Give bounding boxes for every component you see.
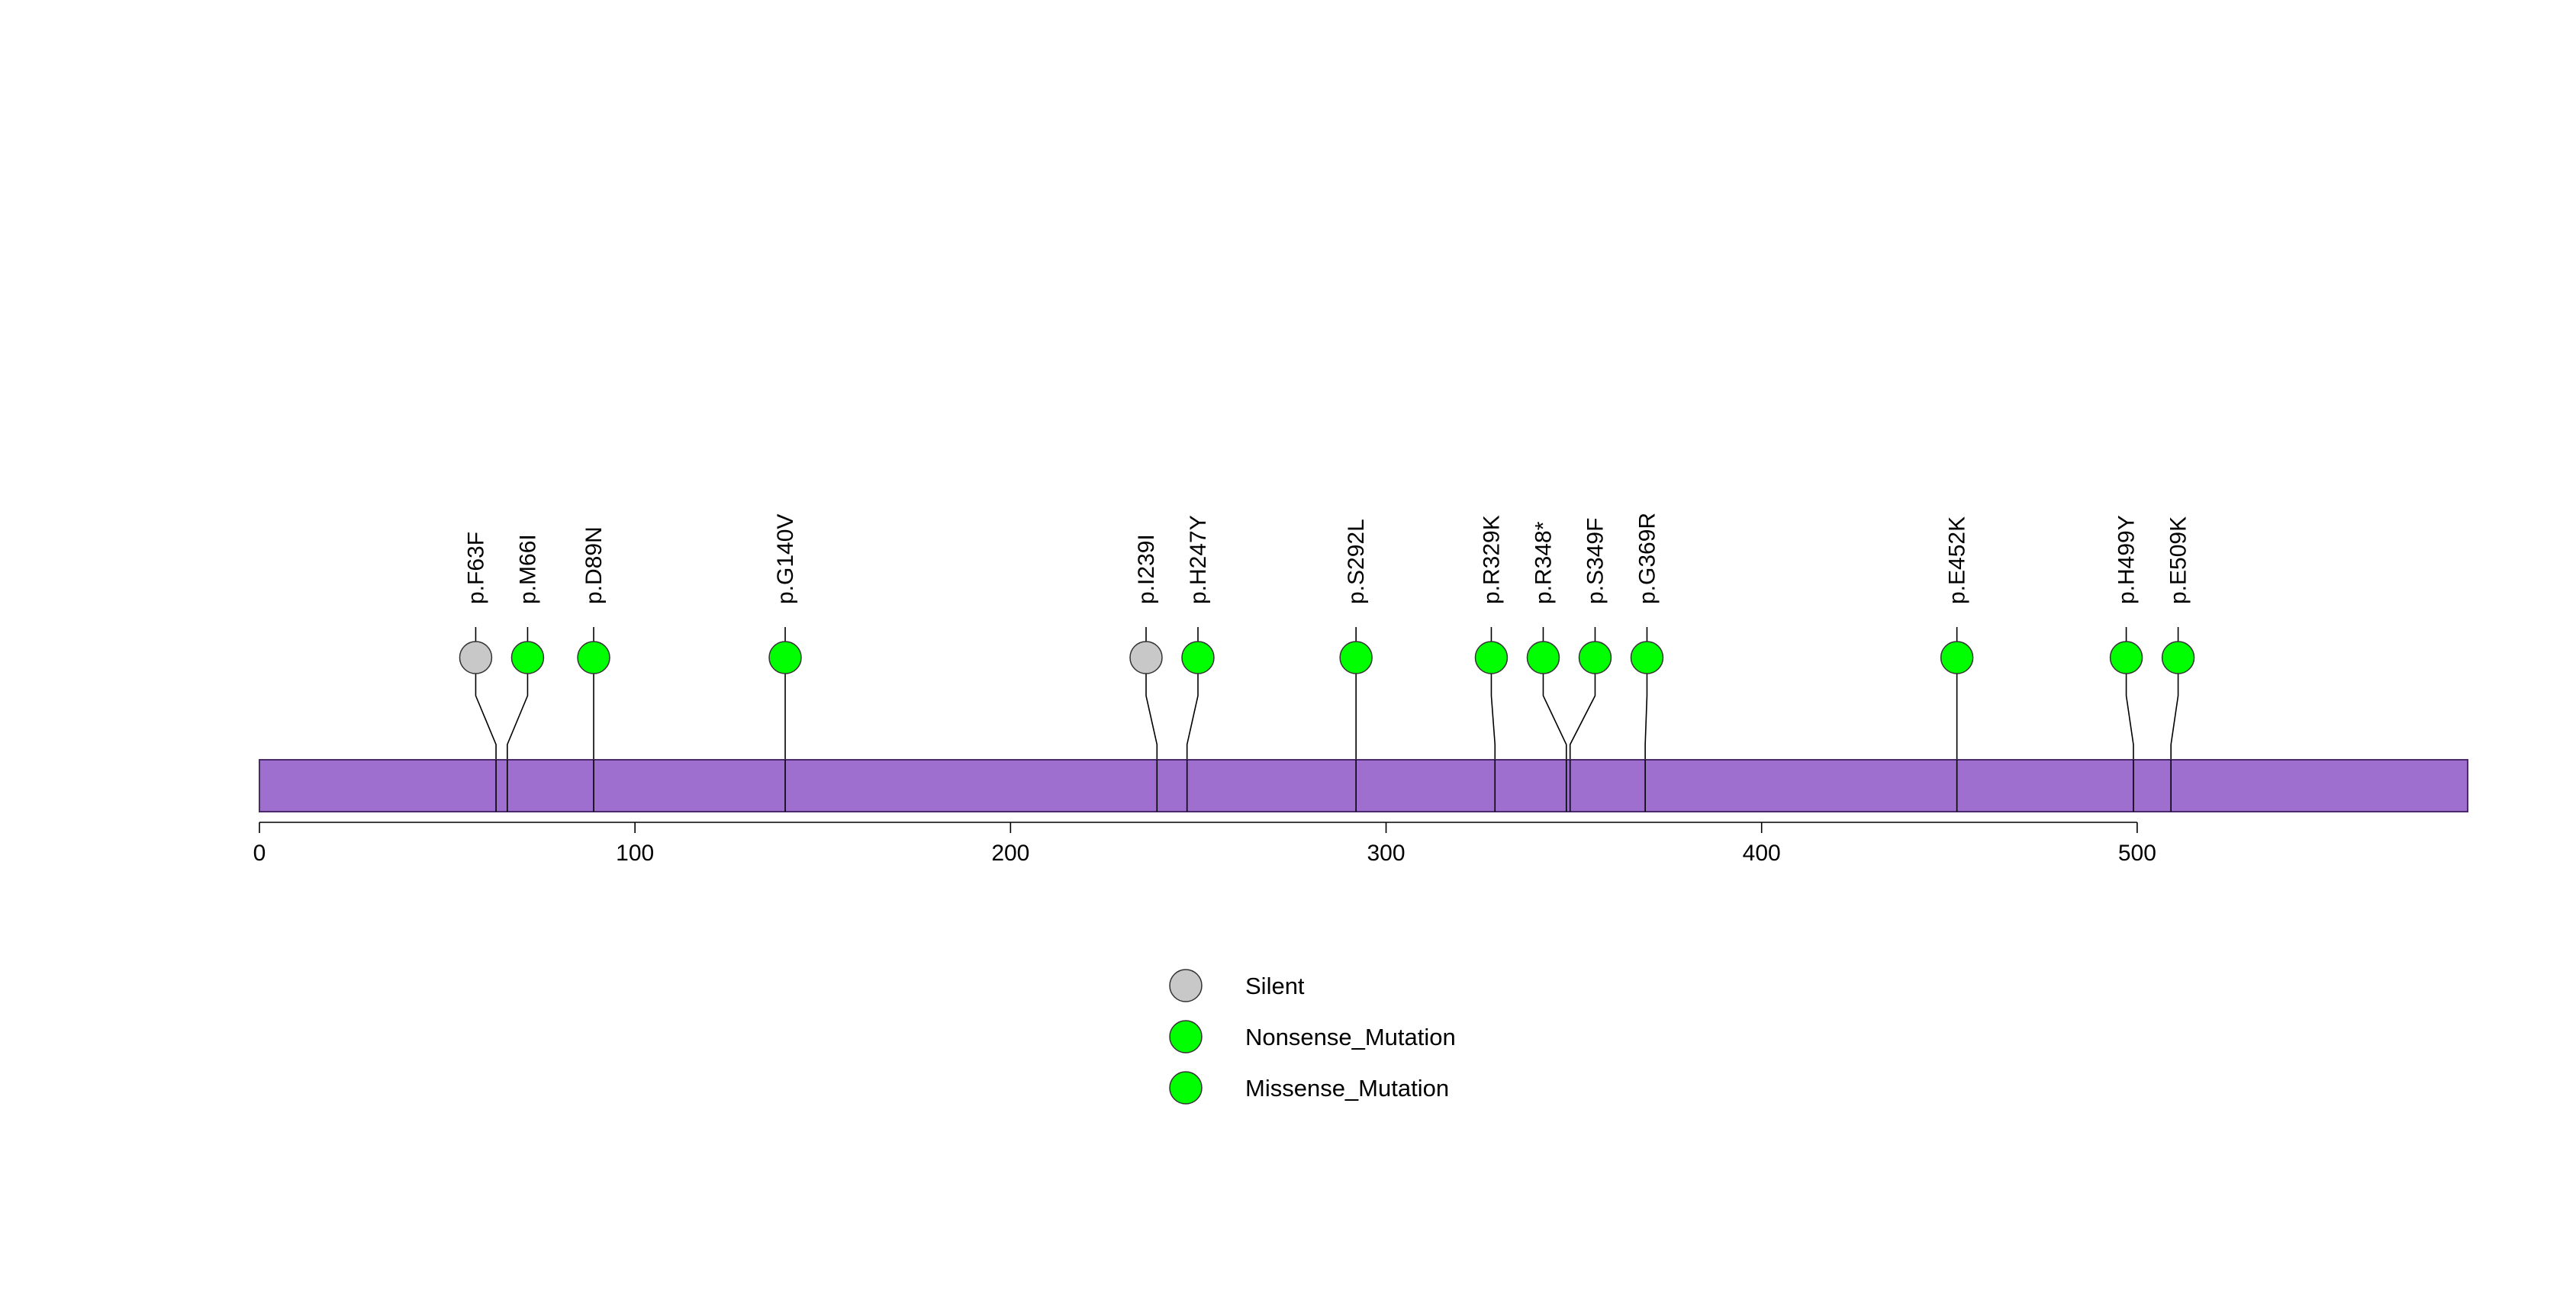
mutation-head[interactable] (459, 641, 493, 674)
mutation-head[interactable] (2161, 641, 2195, 674)
mutation-label: p.G369R (1634, 513, 1660, 604)
protein-bar (259, 759, 2468, 812)
mutation-head[interactable] (1578, 641, 1612, 674)
mutation-labels: p.F63F p.M66I p.D89N p.G140V p.I239I p.H247Y p… (463, 513, 2191, 604)
mutation-label: p.M66I (515, 534, 540, 604)
mutation-head[interactable] (1181, 641, 1215, 674)
mutation-head[interactable] (1940, 641, 1974, 674)
mutation-label: p.D89N (581, 526, 607, 604)
mutation-label: p.R348* (1531, 521, 1556, 604)
x-tick-label: 100 (616, 841, 654, 866)
mutation-label: p.H247Y (1186, 515, 1211, 604)
mutation-head[interactable] (510, 641, 545, 674)
mutation-label: p.S292L (1344, 519, 1369, 604)
mutation-label: p.E509K (2166, 516, 2191, 604)
mutation-head[interactable] (1630, 641, 1664, 674)
mutation-label: p.G140V (773, 514, 798, 604)
mutation-label: p.F63F (463, 532, 488, 604)
mutation-head[interactable] (1474, 641, 1509, 674)
legend-swatch (1169, 969, 1203, 1002)
mutation-head[interactable] (577, 641, 610, 674)
mutation-head[interactable] (1526, 641, 1560, 674)
mutation-stems (475, 627, 2179, 760)
mutation-label: p.S349F (1583, 518, 1608, 604)
legend-swatch (1169, 1071, 1203, 1105)
x-tick-label: 500 (2118, 841, 2156, 866)
mutation-label: p.H499Y (2114, 515, 2140, 604)
mutation-head[interactable] (2109, 641, 2143, 674)
mutation-head[interactable] (768, 641, 802, 674)
x-axis: 0 100 200 300 400 500 (253, 822, 2156, 866)
legend-label: Silent (1245, 973, 1305, 999)
x-tick-label: 200 (991, 841, 1029, 866)
mutation-head[interactable] (1129, 641, 1163, 674)
x-tick-label: 300 (1367, 841, 1405, 866)
mutation-label: p.I239I (1134, 534, 1159, 604)
mutation-label: p.E452K (1945, 516, 1970, 604)
x-tick-label: 400 (1743, 841, 1781, 866)
mutation-head[interactable] (1339, 641, 1373, 674)
mutation-label: p.R329K (1479, 515, 1504, 604)
mutation-heads (459, 641, 2195, 674)
legend-label: Nonsense_Mutation (1245, 1024, 1456, 1050)
x-tick-label: 0 (253, 841, 266, 866)
bar-position-marks (495, 760, 2172, 812)
legend-label: Missense_Mutation (1245, 1075, 1449, 1102)
legend-swatch (1169, 1020, 1203, 1053)
